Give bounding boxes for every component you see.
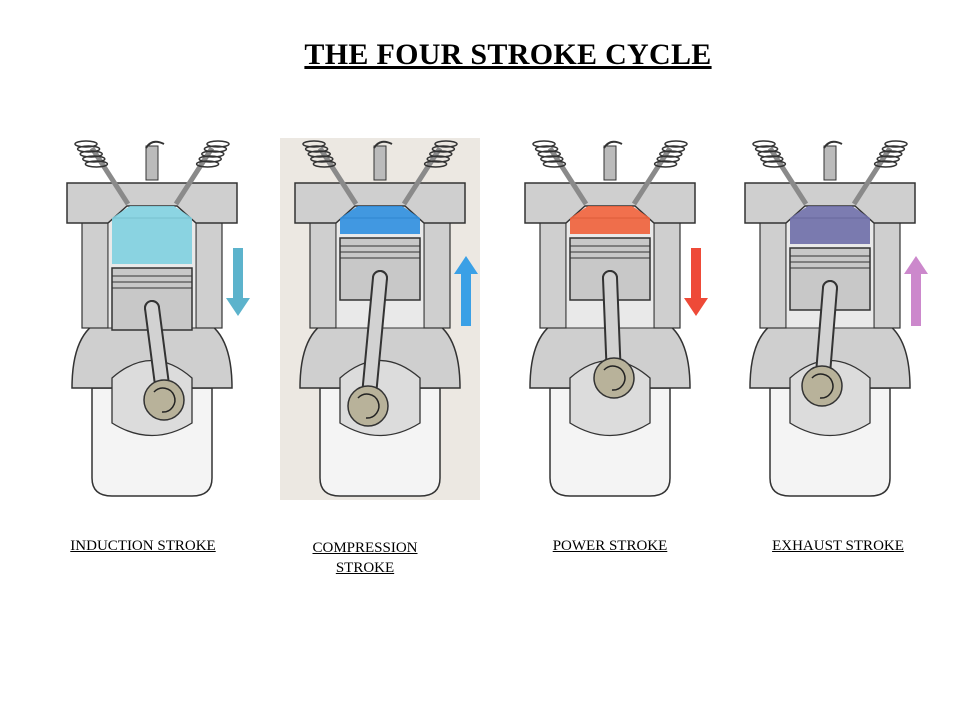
connecting-rod [362,272,386,412]
spark-plug-lead [373,140,393,149]
stroke-label-power: POWER STROKE [552,538,668,554]
valve-spring-coil [537,150,561,158]
piston-direction-arrow-down [226,248,250,316]
rotation-arrow [811,373,834,399]
spark-plug [145,145,159,181]
valve-spring-coil [198,155,222,163]
valve-spring-coil [661,145,686,153]
stroke-label-exhaust: EXHAUST STROKE [772,538,904,554]
valve-spring-coil [659,150,683,158]
valve-spring-coil [431,145,456,153]
spark-plug-lead [603,140,623,149]
valve-spring-coil [876,155,900,163]
valve-spring-coil [884,140,908,148]
cylinder-wall-right [195,207,223,329]
engine-induction [52,138,252,508]
stroke-label-induction: INDUCTION STROKE [70,538,216,554]
cylinder-wall-right [873,207,901,329]
valve-spring-coil [881,145,906,153]
intake-valve-stem [317,146,359,206]
valve-spring-coil [201,150,225,158]
valve-spring-coil [206,140,230,148]
valve-spring-coil [203,145,228,153]
valve-spring-coil [195,160,220,168]
combustion-chamber-gas [340,206,420,234]
valve-spring-coil [426,155,450,163]
spark-plug-lead [823,140,843,149]
combustion-chamber-gas [790,206,870,244]
valve-spring-coil [532,140,556,148]
combustion-chamber-gas [112,206,192,264]
spark-plug-lead [145,140,165,149]
piston-direction-arrow-up [454,256,478,326]
piston-direction-arrow-up [904,256,928,326]
valve-spring-coil [754,145,779,153]
valve-spring-coil [540,155,564,163]
valve-spring-coil [434,140,458,148]
cylinder-head [524,182,696,224]
crank-pin [593,357,635,399]
combustion-chamber-gas [570,206,650,234]
crank-pin [347,385,389,427]
valve-spring-coil [534,145,559,153]
intake-valve-stem [89,146,131,206]
valve-spring-coil [752,140,776,148]
valve-spring-coil [664,140,688,148]
valve-spring-coil [307,150,331,158]
valve-spring-coil [762,160,787,168]
valve-spring-coil [76,145,101,153]
rotation-arrow [603,365,626,391]
rotation-arrow [153,387,176,413]
exhaust-valve-stem [851,146,893,206]
diagram-title: THE FOUR STROKE CYCLE [304,38,712,71]
crank-pin [801,365,843,407]
valve-spring-coil [84,160,109,168]
valve-spring-coil [879,150,903,158]
stroke-label-compression: COMPRESSION STROKE [312,540,418,576]
valve-spring-coil [82,155,106,163]
valve-spring-coil [757,150,781,158]
cylinder-wall-right [653,207,681,329]
valve-spring-coil [302,140,326,148]
valve-spring-coil [312,160,337,168]
spark-plug [823,145,837,181]
valve-spring-coil [653,160,678,168]
exhaust-valve-stem [631,146,673,206]
valve-spring-coil [304,145,329,153]
piston-direction-arrow-down [684,248,708,316]
intake-valve-stem [767,146,809,206]
valve-spring-coil [74,140,98,148]
valve-spring-coil [429,150,453,158]
cylinder-wall-right [423,207,451,329]
spark-plug [603,145,617,181]
valve-spring-coil [760,155,784,163]
cylinder-wall-left [539,207,567,329]
engine-exhaust [730,138,930,508]
valve-spring-coil [873,160,898,168]
cylinder-wall-left [759,207,787,329]
cylinder-head [294,182,466,224]
valve-spring-coil [310,155,334,163]
valve-spring-coil [423,160,448,168]
engine-compression [280,138,480,508]
cylinder-wall-left [309,207,337,329]
valve-spring-coil [656,155,680,163]
cylinder-head [66,182,238,224]
exhaust-valve-stem [173,146,215,206]
spark-plug [373,145,387,181]
intake-valve-stem [547,146,589,206]
valve-spring-coil [542,160,567,168]
cylinder-head [744,182,916,224]
cylinder-wall-left [81,207,109,329]
valve-spring-coil [79,150,103,158]
rotation-arrow [357,393,380,419]
exhaust-valve-stem [401,146,443,206]
crank-pin [143,379,185,421]
engine-power [510,138,710,508]
